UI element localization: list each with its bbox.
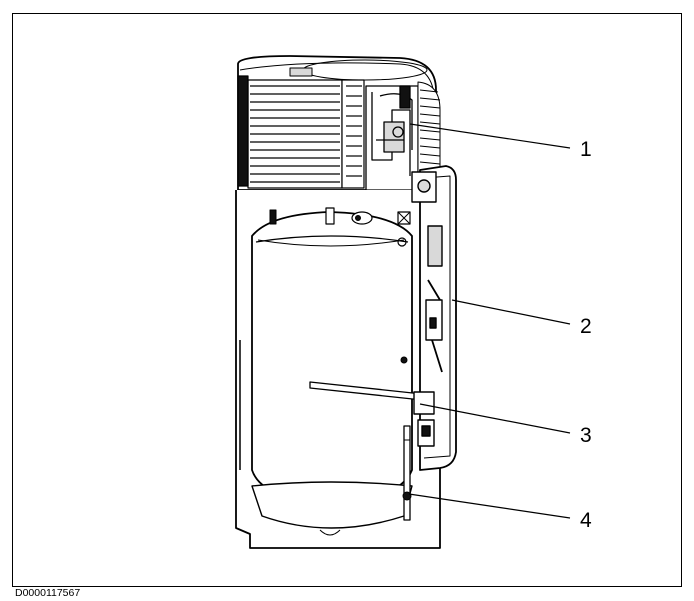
heat-pump-module <box>237 55 441 191</box>
leader-line-4 <box>408 493 571 519</box>
callout-3: 3 <box>580 424 592 447</box>
side-control-column <box>411 165 457 471</box>
callout-leader-lines <box>408 123 571 519</box>
compressor-piping <box>365 85 419 191</box>
tank-body <box>251 211 413 503</box>
evaporator-fins <box>237 75 365 189</box>
leader-line-3 <box>419 403 571 434</box>
callout-1: 1 <box>580 138 592 161</box>
leader-line-2 <box>451 299 571 325</box>
callout-4: 4 <box>580 509 592 532</box>
diagram-frame <box>12 13 682 587</box>
side-grille <box>417 81 441 181</box>
storage-tank-cabinet <box>235 190 441 549</box>
leader-line-1 <box>409 123 571 149</box>
document-id: D0000117567 <box>15 587 81 599</box>
callout-2: 2 <box>580 315 592 338</box>
